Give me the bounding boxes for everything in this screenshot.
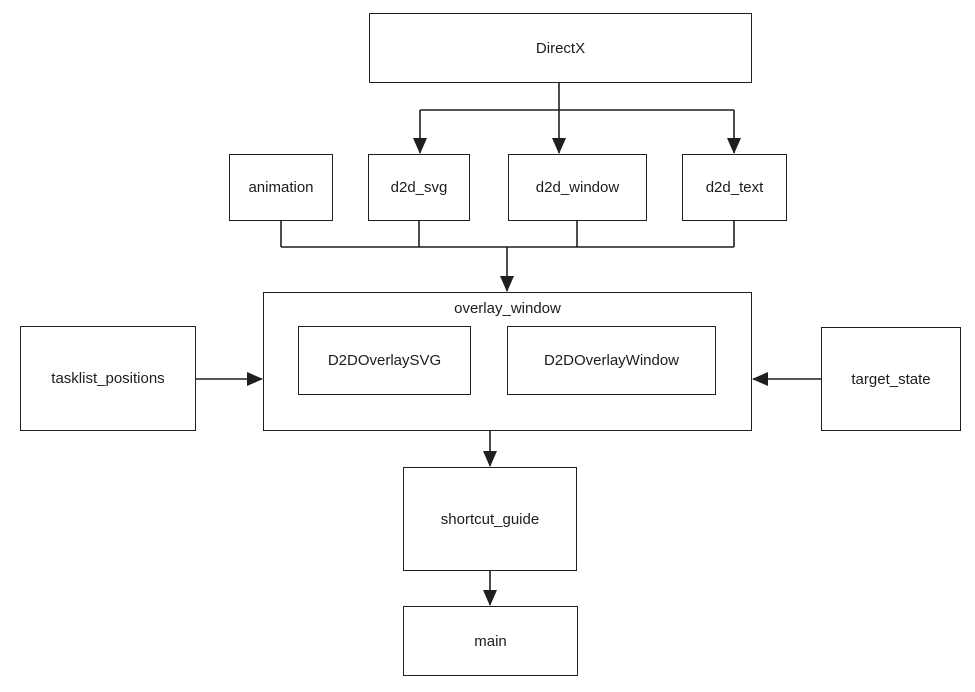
node-d2d-overlay-svg-label: D2DOverlaySVG	[327, 352, 442, 369]
node-d2d-text: d2d_text	[682, 154, 787, 221]
node-shortcut-guide-label: shortcut_guide	[440, 510, 540, 528]
node-d2d-overlay-window: D2DOverlayWindow	[507, 326, 716, 395]
node-d2d-svg: d2d_svg	[368, 154, 470, 221]
node-target-state-label: target_state	[851, 370, 931, 388]
node-d2d-overlay-window-label: D2DOverlayWindow	[543, 352, 680, 369]
node-tasklist-positions: tasklist_positions	[20, 326, 196, 431]
node-shortcut-guide: shortcut_guide	[403, 467, 577, 571]
node-tasklist-positions-label: tasklist_positions	[51, 370, 165, 387]
node-animation: animation	[229, 154, 333, 221]
node-main-label: main	[474, 632, 507, 650]
node-d2d-window-label: d2d_window	[535, 179, 620, 196]
node-animation-label: animation	[248, 179, 314, 196]
node-d2d-svg-label: d2d_svg	[390, 179, 448, 196]
node-directx: DirectX	[369, 13, 752, 83]
node-directx-label: DirectX	[535, 39, 586, 57]
node-d2d-text-label: d2d_text	[705, 179, 764, 196]
node-target-state: target_state	[821, 327, 961, 431]
node-overlay-window: overlay_window D2DOverlaySVG D2DOverlayW…	[263, 292, 752, 431]
node-main: main	[403, 606, 578, 676]
node-overlay-window-label: overlay_window	[454, 300, 561, 317]
node-d2d-window: d2d_window	[508, 154, 647, 221]
node-d2d-overlay-svg: D2DOverlaySVG	[298, 326, 471, 395]
